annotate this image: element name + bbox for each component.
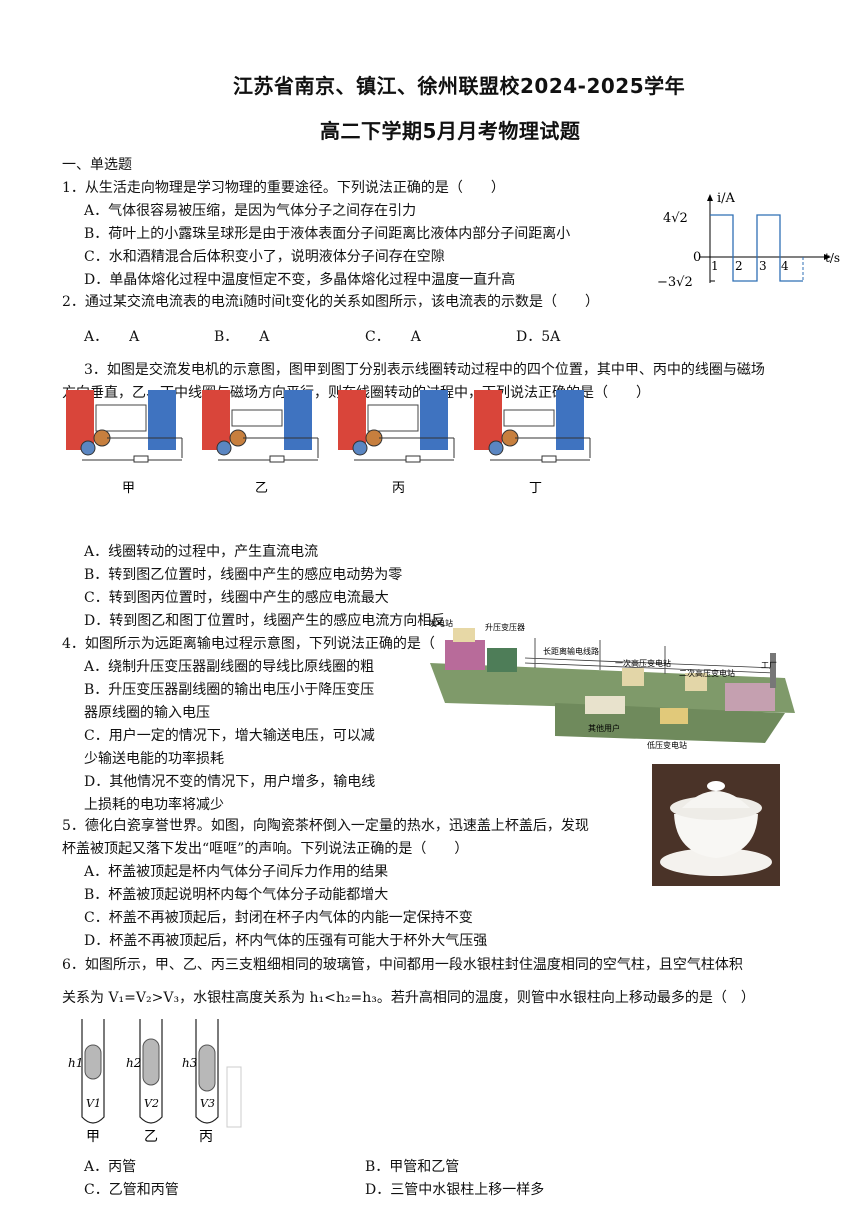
q4-label-lowsub: 低压变电站: [647, 740, 687, 750]
q3-fig-label-yi: 乙: [255, 481, 268, 496]
q4-label-station: 发电站: [429, 618, 453, 628]
q6-option-a[interactable]: A．丙管: [84, 1159, 137, 1175]
q3-option-b[interactable]: B．转到图乙位置时，线圈中产生的感应电动势为零: [84, 567, 403, 583]
q2-current-graph: i/A t/s 4√2 0 −3√2 1 2 3 4: [657, 191, 840, 290]
q4-stem: 4．如图所示为远距离输电过程示意图，下列说法正确的是（ ）: [62, 636, 477, 652]
section-heading: 一、单选题: [62, 157, 132, 173]
title-line-1: 江苏省南京、镇江、徐州联盟校2024-2025学年: [233, 74, 686, 98]
generator-ding: [474, 390, 591, 463]
q2-tick-4: 4: [781, 259, 789, 273]
q6-v1: V1: [86, 1097, 101, 1110]
q5-option-b[interactable]: B．杯盖被顶起说明杯内每个气体分子动能都增大: [84, 887, 389, 903]
q2-y-zero: 0: [693, 250, 701, 265]
q4-option-b[interactable]: B．升压变压器副线圈的输出电压小于降压变压: [84, 682, 375, 698]
q4-label-sub2: 二次高压变电站: [679, 668, 735, 678]
q5-option-a[interactable]: A．杯盖被顶起是杯内气体分子间斥力作用的结果: [84, 864, 389, 880]
q4-label-line: 长距离输电线路: [543, 646, 599, 656]
q2-y-neg: −3√2: [657, 275, 693, 290]
q2-option-a[interactable]: A． A: [84, 329, 140, 345]
q3-option-a[interactable]: A．线圈转动的过程中，产生直流电流: [84, 544, 319, 560]
q2-option-d[interactable]: D．5A: [516, 329, 561, 345]
q6-tube-name-yi: 乙: [144, 1129, 158, 1145]
q4-label-sub1: 一次高压变电站: [615, 658, 671, 668]
q4-option-a[interactable]: A．绕制升压变压器副线圈的导线比原线圈的粗: [84, 659, 375, 675]
q3-fig-label-bing: 丙: [392, 481, 405, 496]
q1-option-d[interactable]: D．单晶体熔化过程中温度恒定不变，多晶体熔化过程中温度一直升高: [84, 272, 516, 288]
q5-stem-line-2: 杯盖被顶起又落下发出“哐哐”的声响。下列说法正确的是（ ）: [62, 841, 469, 857]
q4-transmission-diagram: 发电站 升压变压器 长距离输电线路 一次高压变电站 二次高压变电站 工厂 其他用…: [429, 618, 795, 750]
q1-stem: 1．从生活走向物理是学习物理的重要途径。下列说法正确的是（ ）: [62, 180, 505, 196]
generator-yi: [202, 390, 319, 463]
q2-ylabel: i/A: [717, 191, 736, 206]
q4-label-stepup: 升压变压器: [485, 622, 525, 632]
q2-option-c[interactable]: C． A: [365, 329, 421, 345]
q2-tick-1: 1: [711, 259, 719, 273]
q6-stem-line-1: 6．如图所示，甲、乙、丙三支粗细相同的玻璃管，中间都用一段水银柱封住温度相同的空…: [62, 957, 743, 973]
q2-stem: 2．通过某交流电流表的电流i随时间t变化的关系如图所示，该电流表的示数是（ ）: [62, 294, 600, 310]
generator-jia: [66, 390, 183, 463]
q6-h1: h1: [68, 1056, 83, 1070]
q1-option-c[interactable]: C．水和酒精混合后体积变小了，说明液体分子间存在空隙: [84, 249, 445, 265]
title-line-2: 高二下学期5月月考物理试题: [320, 119, 581, 143]
q3-fig-label-jia: 甲: [122, 481, 135, 496]
q6-tubes-figure: h1 h2 h3 V1 V2 V3 甲 乙 丙: [68, 1019, 242, 1145]
q6-option-c[interactable]: C．乙管和丙管: [84, 1182, 179, 1198]
q6-h3: h3: [182, 1056, 198, 1070]
q4-option-d-cont: 上损耗的电功率将减少: [84, 797, 224, 813]
tube-bing: [195, 1019, 219, 1124]
q2-option-b[interactable]: B． A: [214, 329, 270, 345]
tube-yi: [139, 1019, 163, 1124]
q3-fig-label-ding: 丁: [529, 481, 542, 496]
q6-v2: V2: [144, 1097, 159, 1110]
q4-label-users: 其他用户: [588, 723, 620, 733]
q6-tube-name-bing: 丙: [199, 1129, 213, 1145]
q3-generator-figures: 甲 乙 丙 丁: [66, 390, 591, 496]
q6-option-b[interactable]: B．甲管和乙管: [365, 1159, 460, 1175]
q6-option-d[interactable]: D．三管中水银柱上移一样多: [365, 1182, 545, 1198]
q3-stem-line-1: 3．如图是交流发电机的示意图，图甲到图丁分别表示线圈转动过程中的四个位置，其中甲…: [84, 362, 765, 378]
q2-y-pos: 4√2: [663, 211, 688, 226]
q6-v3: V3: [200, 1097, 215, 1110]
q4-option-b-cont: 器原线圈的输入电压: [84, 705, 210, 721]
generator-bing: [338, 390, 455, 463]
q6-h2: h2: [126, 1056, 141, 1070]
q3-option-d[interactable]: D．转到图乙和图丁位置时，线圈产生的感应电流方向相反: [84, 613, 446, 629]
q2-xlabel: t/s: [825, 251, 840, 265]
q2-tick-3: 3: [759, 259, 767, 273]
q5-option-c[interactable]: C．杯盖不再被顶起后，封闭在杯子内气体的内能一定保持不变: [84, 910, 473, 926]
q2-tick-2: 2: [735, 259, 743, 273]
tube-jia: [81, 1019, 105, 1124]
q5-teacup-photo: [652, 764, 780, 886]
q5-stem-line-1: 5．德化白瓷享誉世界。如图，向陶瓷茶杯倒入一定量的热水，迅速盖上杯盖后，发现: [62, 818, 589, 834]
q4-option-d[interactable]: D．其他情况不变的情况下，用户增多，输电线: [84, 774, 376, 790]
q5-option-d[interactable]: D．杯盖不再被顶起后，杯内气体的压强有可能大于杯外大气压强: [84, 933, 488, 949]
q3-option-c[interactable]: C．转到图丙位置时，线圈中产生的感应电流最大: [84, 590, 389, 606]
q4-option-c-cont: 少输送电能的功率损耗: [84, 751, 224, 767]
q1-option-b[interactable]: B．荷叶上的小露珠呈球形是由于液体表面分子间距离比液体内部分子间距离小: [84, 226, 571, 242]
q6-tube-name-jia: 甲: [86, 1129, 100, 1145]
q4-label-factory: 工厂: [761, 661, 777, 670]
q1-option-a[interactable]: A．气体很容易被压缩，是因为气体分子之间存在引力: [84, 203, 417, 219]
q4-option-c[interactable]: C．用户一定的情况下，增大输送电压，可以减: [84, 728, 375, 744]
q6-stem-line-2: 关系为 V₁=V₂>V₃，水银柱高度关系为 h₁<h₂=h₃。若升高相同的温度，…: [62, 990, 755, 1006]
